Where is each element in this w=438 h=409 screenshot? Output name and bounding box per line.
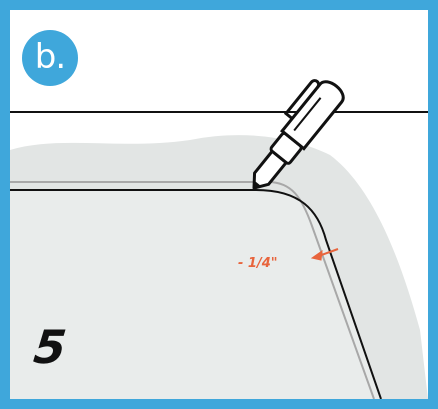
piece-number: 5 <box>31 320 69 374</box>
cut-line <box>10 189 382 399</box>
arrow-icon <box>310 248 339 261</box>
template-piece <box>10 190 381 399</box>
step-badge: b. <box>22 30 78 86</box>
measurement-label: - 1/4" <box>238 256 278 271</box>
pen-icon <box>252 79 345 190</box>
